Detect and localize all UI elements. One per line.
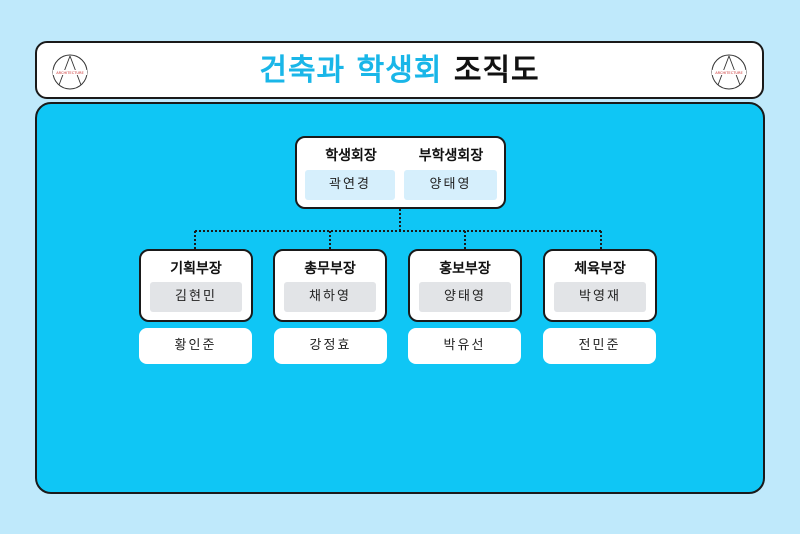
department-card: 홍보부장 양태영 <box>408 249 522 322</box>
department-card: 총무부장 채하영 <box>273 249 387 322</box>
department-member: 강정효 <box>274 328 387 364</box>
department-member: 전민준 <box>543 328 656 364</box>
department-head-name: 양태영 <box>419 282 511 312</box>
architecture-logo-icon: ARCHITECTURE <box>52 54 88 90</box>
president-role: 학생회장 <box>325 148 377 164</box>
department-head-name: 박영재 <box>554 282 646 312</box>
department-role: 기획부장 <box>170 261 222 277</box>
department-card: 체육부장 박영재 <box>543 249 657 322</box>
department-role: 체육부장 <box>574 261 626 277</box>
department-head-name: 채하영 <box>284 282 376 312</box>
architecture-logo-icon: ARCHITECTURE <box>711 54 747 90</box>
page-title: 건축과 학생회 조직도 <box>37 51 762 91</box>
department-role: 총무부장 <box>304 261 356 277</box>
svg-text:ARCHITECTURE: ARCHITECTURE <box>715 71 743 75</box>
vice-president-name: 양태영 <box>404 170 497 200</box>
vice-president-role: 부학생회장 <box>418 148 484 164</box>
department-card: 기획부장 김현민 <box>139 249 253 322</box>
title-bar: ARCHITECTURE 건축과 학생회 조직도 ARCHITECTURE <box>35 41 764 99</box>
president-name: 곽연경 <box>305 170 395 200</box>
svg-text:ARCHITECTURE: ARCHITECTURE <box>56 71 84 75</box>
department-role: 홍보부장 <box>439 261 491 277</box>
department-head-name: 김현민 <box>150 282 242 312</box>
title-department: 건축과 학생회 <box>259 53 443 88</box>
leadership-card: 학생회장 부학생회장 곽연경 양태영 <box>295 136 506 209</box>
title-chart: 조직도 <box>453 53 540 88</box>
department-member: 황인준 <box>139 328 252 364</box>
department-member: 박유선 <box>408 328 521 364</box>
